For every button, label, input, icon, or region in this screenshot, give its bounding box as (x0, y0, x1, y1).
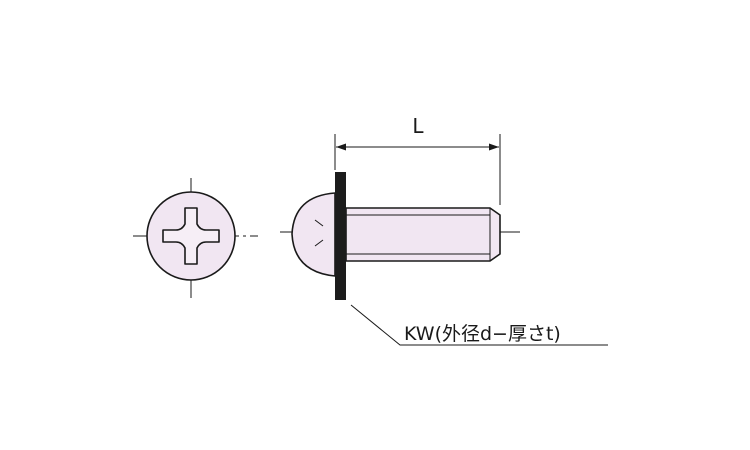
side-view: L KW(外径d−厚さt) (280, 114, 608, 346)
dimension-arrow-left-icon (336, 143, 346, 151)
dimension-label: L (412, 114, 424, 138)
washer-callout: KW(外径d−厚さt) (404, 323, 561, 345)
end-view (133, 178, 258, 298)
phillips-recess-icon (162, 207, 220, 265)
screw-shank (345, 207, 501, 262)
screw-pan-head (291, 192, 336, 277)
head-recess-line (314, 219, 324, 227)
head-recess-line (314, 239, 324, 247)
washer-leader-line (350, 304, 608, 346)
washer (335, 172, 346, 300)
dimension-arrow-right-icon (489, 143, 499, 151)
